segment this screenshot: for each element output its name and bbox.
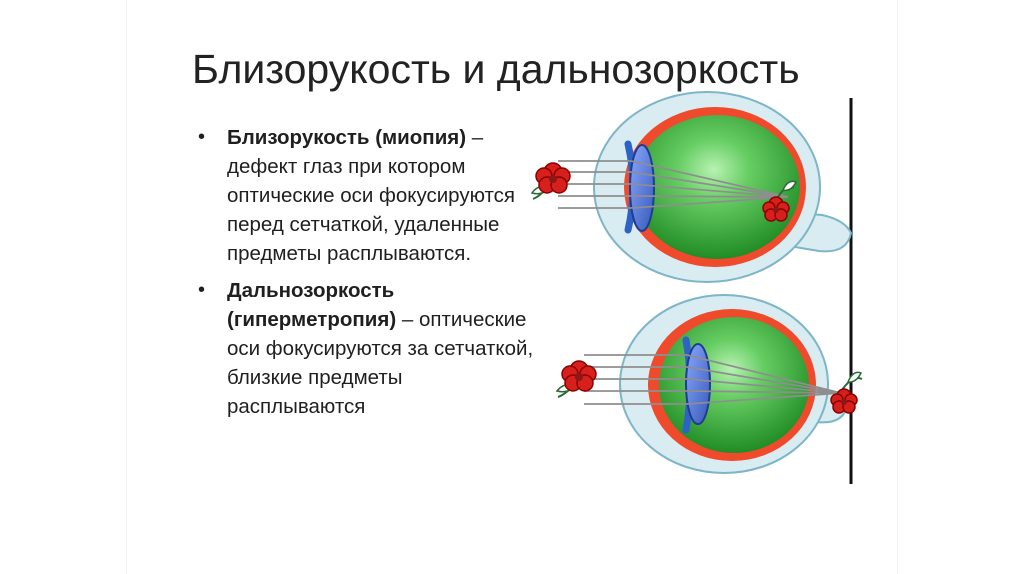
bullet-list: • Близорукость (миопия) – дефект глаз пр…: [198, 123, 543, 421]
bullet-mark: •: [198, 276, 205, 305]
hyperopia-term: Дальнозоркость (гиперметропия): [227, 279, 396, 331]
myopia-eye-icon: [532, 92, 851, 282]
bullet-myopia: • Близорукость (миопия) – дефект глаз пр…: [198, 123, 543, 268]
bullet-myopia-text: Близорукость (миопия) – дефект глаз при …: [227, 123, 543, 268]
myopia-object-flower-icon: [532, 163, 570, 199]
bullet-mark: •: [198, 123, 205, 152]
bullet-hyperopia-text: Дальнозоркость (гиперметропия) – оптичес…: [227, 276, 543, 421]
eye-diagram: [510, 88, 880, 493]
myopia-term: Близорукость (миопия): [227, 126, 466, 149]
bullet-hyperopia: • Дальнозоркость (гиперметропия) – оптич…: [198, 276, 543, 421]
hyperopia-eye-icon: [557, 295, 862, 473]
